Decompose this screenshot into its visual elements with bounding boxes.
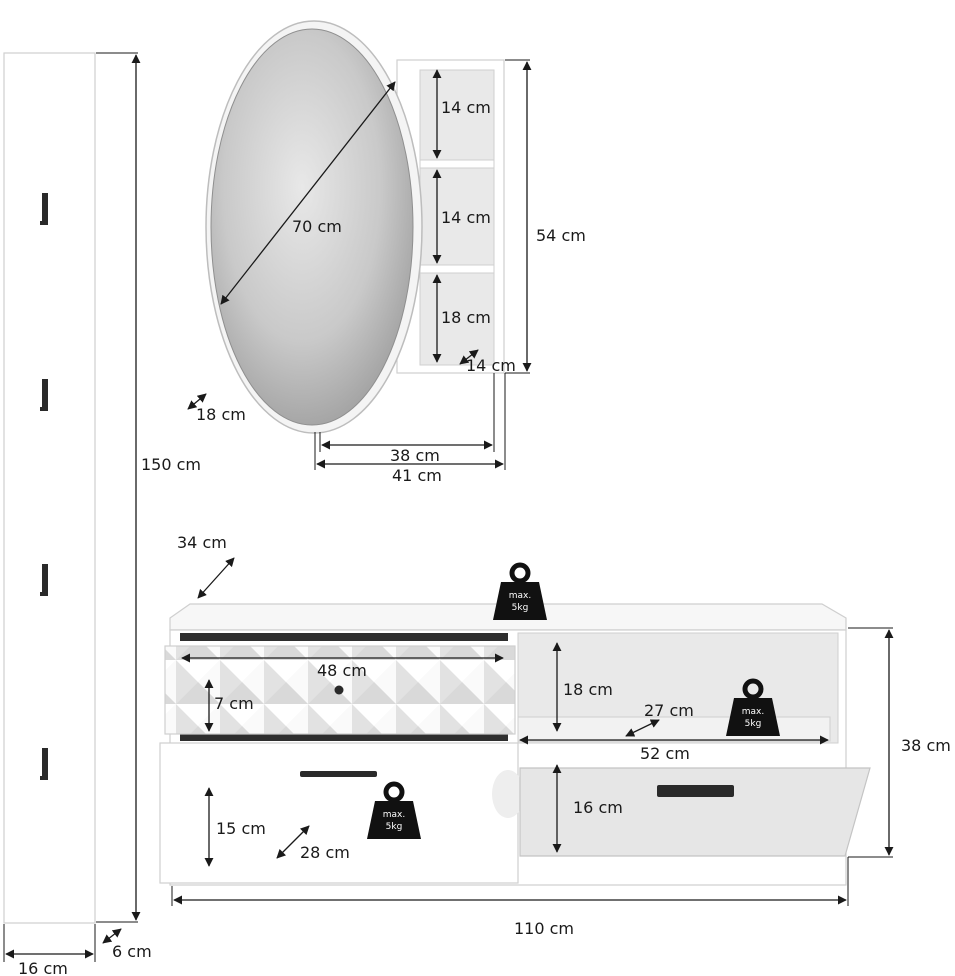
coat-hook-icon	[40, 564, 48, 596]
cabinet-interior	[419, 69, 495, 366]
shelf-height-label: 14 cm	[441, 98, 491, 117]
weight-limit-text: 5kg	[512, 603, 529, 613]
sideboard-depth-dimension	[197, 557, 235, 599]
coat-hook-icon	[40, 748, 48, 780]
door-depth-dimension	[276, 825, 310, 859]
compartment-shelf	[517, 716, 831, 742]
sideboard-width-label: 110 cm	[514, 919, 574, 938]
weight-limit-icon: max. 5kg	[493, 562, 547, 620]
panel-depth-dimension	[102, 928, 122, 944]
flap-handle	[657, 785, 734, 797]
weight-limit-text: 5kg	[745, 719, 762, 729]
drawer-gap-shadow	[180, 733, 508, 741]
drawer-height-label: 7 cm	[214, 694, 254, 713]
sideboard-depth-label: 34 cm	[177, 533, 227, 552]
outer-width-label: 41 cm	[392, 466, 442, 485]
weight-limit-icon: max. 5kg	[367, 781, 421, 839]
coat-hook-icon	[40, 379, 48, 411]
door-height-label: 15 cm	[216, 819, 266, 838]
mirror-cabinet: 70 cm 14 cm 14 cm 18 cm 14 cm 54 cm 18 c…	[187, 20, 586, 485]
flap-door	[519, 767, 871, 857]
weight-limit-text: 5kg	[386, 822, 403, 832]
mirror-diameter-dimension	[220, 81, 396, 305]
shelf-depth-dimension	[459, 349, 479, 365]
door-handle	[300, 771, 377, 777]
drawer-knob	[334, 685, 344, 695]
shelf-height-label: 18 cm	[441, 308, 491, 327]
flap-height-label: 16 cm	[573, 798, 623, 817]
mirror-diameter-label: 70 cm	[292, 217, 342, 236]
drawer-gap-shadow	[180, 633, 508, 641]
cabinet-height-label: 54 cm	[536, 226, 586, 245]
compartment-width-label: 52 cm	[640, 744, 690, 763]
panel-depth-label: 6 cm	[112, 942, 152, 961]
shelf-depth-label: 14 cm	[466, 356, 516, 375]
drawer-width-label: 48 cm	[317, 661, 367, 680]
mirror-depth-label: 18 cm	[196, 405, 246, 424]
inner-width-label: 38 cm	[390, 446, 440, 465]
sideboard: 34 cm 48 cm 7 cm 18 cm 27 cm 52 cm 16 cm…	[159, 533, 951, 938]
door-hinge-shadow	[492, 770, 524, 818]
wall-panel-board	[3, 52, 96, 924]
cabinet-shelf	[419, 159, 495, 169]
wall-panel: 150 cm 16 cm 6 cm	[3, 52, 201, 976]
panel-height-label: 150 cm	[141, 455, 201, 474]
weight-limit-text: max.	[509, 591, 531, 601]
compartment-depth-label: 27 cm	[644, 701, 694, 720]
weight-limit-text: max.	[383, 810, 405, 820]
cabinet-shelf	[419, 264, 495, 274]
shelf-height-label: 14 cm	[441, 208, 491, 227]
door-depth-label: 28 cm	[300, 843, 350, 862]
mirror-depth-dimension	[187, 393, 207, 410]
weight-limit-icon: max. 5kg	[726, 678, 780, 736]
sideboard-height-label: 38 cm	[901, 736, 951, 755]
coat-hook-icon	[40, 193, 48, 225]
weight-limit-text: max.	[742, 707, 764, 717]
compartment-height-label: 18 cm	[563, 680, 613, 699]
compartment-depth-dimension	[625, 719, 660, 737]
panel-width-label: 16 cm	[18, 959, 68, 976]
lower-door	[159, 742, 519, 884]
